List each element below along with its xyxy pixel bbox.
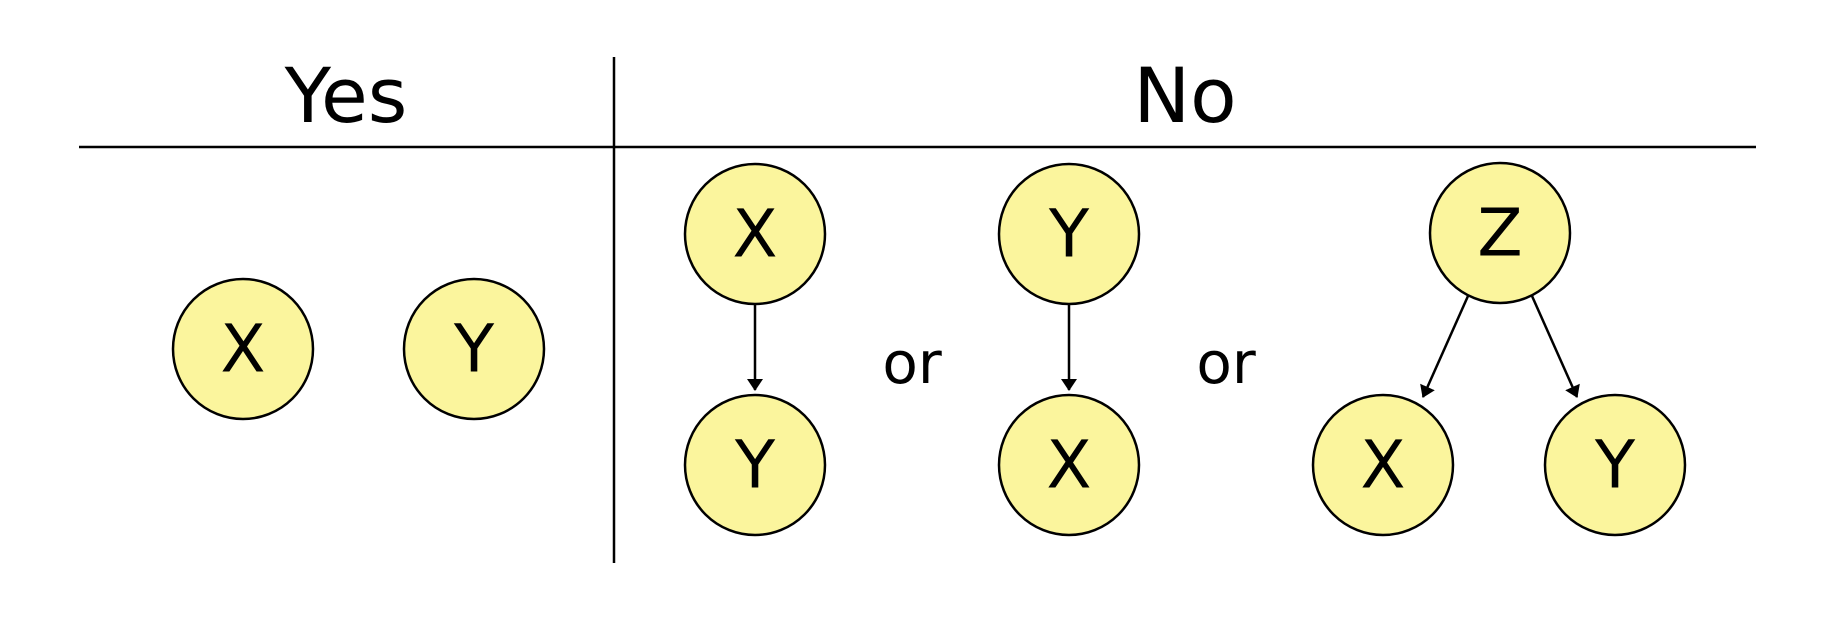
case3-right-node: Y: [1543, 393, 1687, 537]
case1-top-node: X: [683, 162, 827, 306]
case1-bottom-node: Y: [683, 393, 827, 537]
case3-edge-right: [1530, 295, 1580, 398]
case3-top-label: Z: [1477, 195, 1522, 272]
no-header: No: [1133, 51, 1236, 140]
case2-bottom-node: X: [997, 393, 1141, 537]
case1-bottom-label: Y: [734, 427, 776, 504]
yes-node-y: Y: [402, 277, 546, 421]
case3-edge-left: [1420, 295, 1470, 398]
yes-node-y-label: Y: [453, 311, 495, 388]
yes-node-x-label: X: [220, 311, 265, 388]
case1-top-label: X: [732, 196, 777, 273]
case3-left-node: X: [1311, 393, 1455, 537]
case2-top-label: Y: [1048, 196, 1090, 273]
case2-bottom-label: X: [1046, 427, 1091, 504]
case3-left-label: X: [1360, 427, 1405, 504]
yes-node-x: X: [171, 277, 315, 421]
case3-right-label: Y: [1594, 427, 1636, 504]
or-separator-1: or: [882, 329, 941, 397]
case3-top-node: Z: [1428, 161, 1572, 305]
or-separator-2: or: [1196, 329, 1255, 397]
case2-top-node: Y: [997, 162, 1141, 306]
yes-header: Yes: [284, 51, 408, 140]
